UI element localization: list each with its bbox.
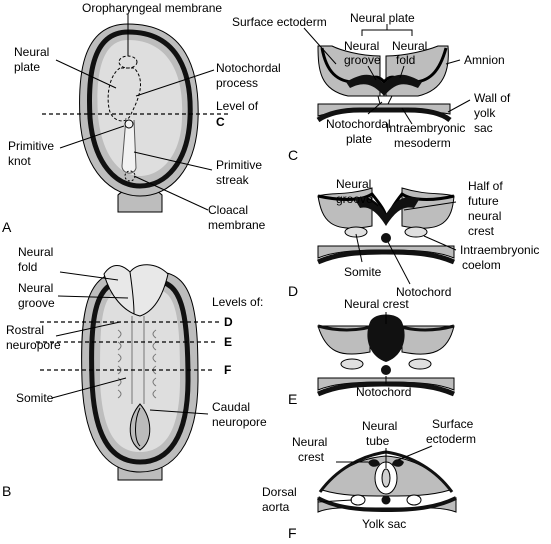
label-rostral-neuropore-2: neuropore — [6, 338, 61, 352]
label-somite-b: Somite — [16, 391, 54, 405]
label-level-of: Level of — [216, 99, 259, 113]
label-cloacal-membrane-1: Cloacal — [208, 203, 248, 217]
embryo-b — [36, 264, 220, 481]
panel-label-c: C — [288, 147, 298, 163]
label-notochord-e: Notochord — [356, 385, 411, 399]
label-neural-crest-e: Neural crest — [344, 297, 409, 311]
label-intraembryonic-coelom-2: coelom — [462, 258, 501, 272]
label-notochordal-plate-1: Notochordal — [326, 117, 391, 131]
label-intraembryonic-mesoderm-2: mesoderm — [394, 136, 451, 150]
label-wall-yolk-sac-2: yolk — [474, 106, 496, 120]
label-half-future-4: crest — [468, 224, 495, 238]
label-neural-plate-a-2: plate — [14, 60, 40, 74]
label-surface-ectoderm-f-1: Surface — [432, 417, 474, 431]
label-neural-groove-c-1: Neural — [344, 39, 379, 53]
label-caudal-neuropore-2: neuropore — [212, 415, 267, 429]
panel-label-e: E — [288, 391, 297, 407]
label-level-f: F — [224, 363, 231, 377]
section-c — [303, 24, 471, 125]
panel-label-f: F — [288, 525, 297, 541]
label-neural-groove-c-2: groove — [344, 53, 381, 67]
section-d — [316, 187, 457, 285]
label-rostral-neuropore-1: Rostral — [6, 323, 44, 337]
label-primitive-knot-1: Primitive — [8, 139, 54, 153]
label-intraembryonic-mesoderm-1: Intraembryonic — [386, 121, 465, 135]
label-amnion: Amnion — [464, 53, 505, 67]
label-wall-yolk-sac-3: sac — [474, 121, 493, 135]
label-surface-ectoderm-c: Surface ectoderm — [232, 15, 327, 29]
label-level-c: C — [216, 115, 225, 129]
label-neural-fold-b-2: fold — [18, 260, 37, 274]
label-level-d: D — [224, 315, 233, 329]
label-dorsal-aorta-1: Dorsal — [262, 485, 297, 499]
label-dorsal-aorta-2: aorta — [262, 500, 290, 514]
label-primitive-streak-2: streak — [216, 173, 250, 187]
label-notochordal-process-2: process — [216, 76, 258, 90]
label-intraembryonic-coelom-1: Intraembryonic — [460, 243, 539, 257]
label-surface-ectoderm-f-2: ectoderm — [426, 432, 476, 446]
label-primitive-knot-2: knot — [8, 154, 31, 168]
label-wall-yolk-sac-1: Wall of — [474, 91, 511, 105]
label-notochordal-process-1: Notochordal — [216, 61, 281, 75]
label-neural-tube-1: Neural — [362, 419, 397, 433]
label-yolk-sac: Yolk sac — [362, 517, 406, 531]
label-neural-groove-d-1: Neural — [336, 177, 371, 191]
label-neural-groove-b-2: groove — [18, 296, 55, 310]
label-somite-d: Somite — [344, 265, 382, 279]
panel-label-d: D — [288, 283, 298, 299]
label-neural-fold-b-1: Neural — [18, 245, 53, 259]
label-neural-groove-b-1: Neural — [18, 281, 53, 295]
panel-label-b: B — [2, 483, 11, 499]
label-half-future-1: Half of — [468, 179, 503, 193]
panel-label-a: A — [2, 219, 12, 235]
label-neural-plate-a-1: Neural — [14, 45, 49, 59]
label-notochordal-plate-2: plate — [346, 132, 372, 146]
label-half-future-3: neural — [468, 209, 501, 223]
label-caudal-neuropore-1: Caudal — [212, 400, 250, 414]
section-e — [316, 312, 456, 397]
label-neural-groove-d-2: groove — [336, 192, 373, 206]
label-neural-fold-c-1: Neural — [392, 39, 427, 53]
label-neural-crest-f-1: Neural — [292, 435, 327, 449]
label-cloacal-membrane-2: membrane — [208, 218, 266, 232]
label-levels-of: Levels of: — [212, 295, 263, 309]
label-oropharyngeal-membrane: Oropharyngeal membrane — [82, 1, 222, 15]
label-notochord-d: Notochord — [396, 285, 451, 299]
label-neural-tube-2: tube — [366, 434, 390, 448]
label-half-future-2: future — [468, 194, 499, 208]
embryo-disc-a — [42, 14, 230, 213]
section-f — [317, 445, 457, 513]
label-level-e: E — [224, 335, 232, 349]
label-neural-fold-c-2: fold — [396, 53, 415, 67]
label-neural-plate-c: Neural plate — [350, 11, 415, 25]
label-neural-crest-f-2: crest — [298, 450, 325, 464]
label-primitive-streak-1: Primitive — [216, 158, 262, 172]
